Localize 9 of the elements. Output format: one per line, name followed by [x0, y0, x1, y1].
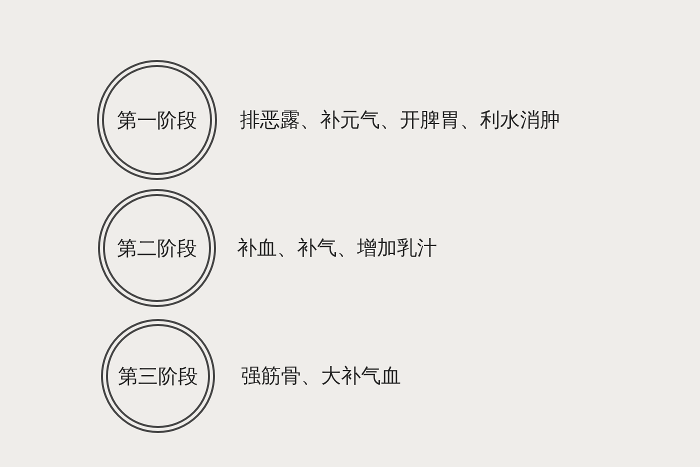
stage-circle: [97, 60, 217, 180]
stage-description: 补血、补气、增加乳汁: [237, 234, 437, 262]
stage-description: 强筋骨、大补气血: [241, 362, 401, 390]
stage-circle: [101, 319, 215, 433]
stage-label: 第一阶段: [117, 106, 197, 134]
stage-label: 第二阶段: [117, 234, 197, 262]
stage-label: 第三阶段: [118, 362, 198, 390]
stage-description: 排恶露、补元气、开脾胃、利水消肿: [240, 106, 560, 134]
stage-circle: [98, 189, 216, 307]
